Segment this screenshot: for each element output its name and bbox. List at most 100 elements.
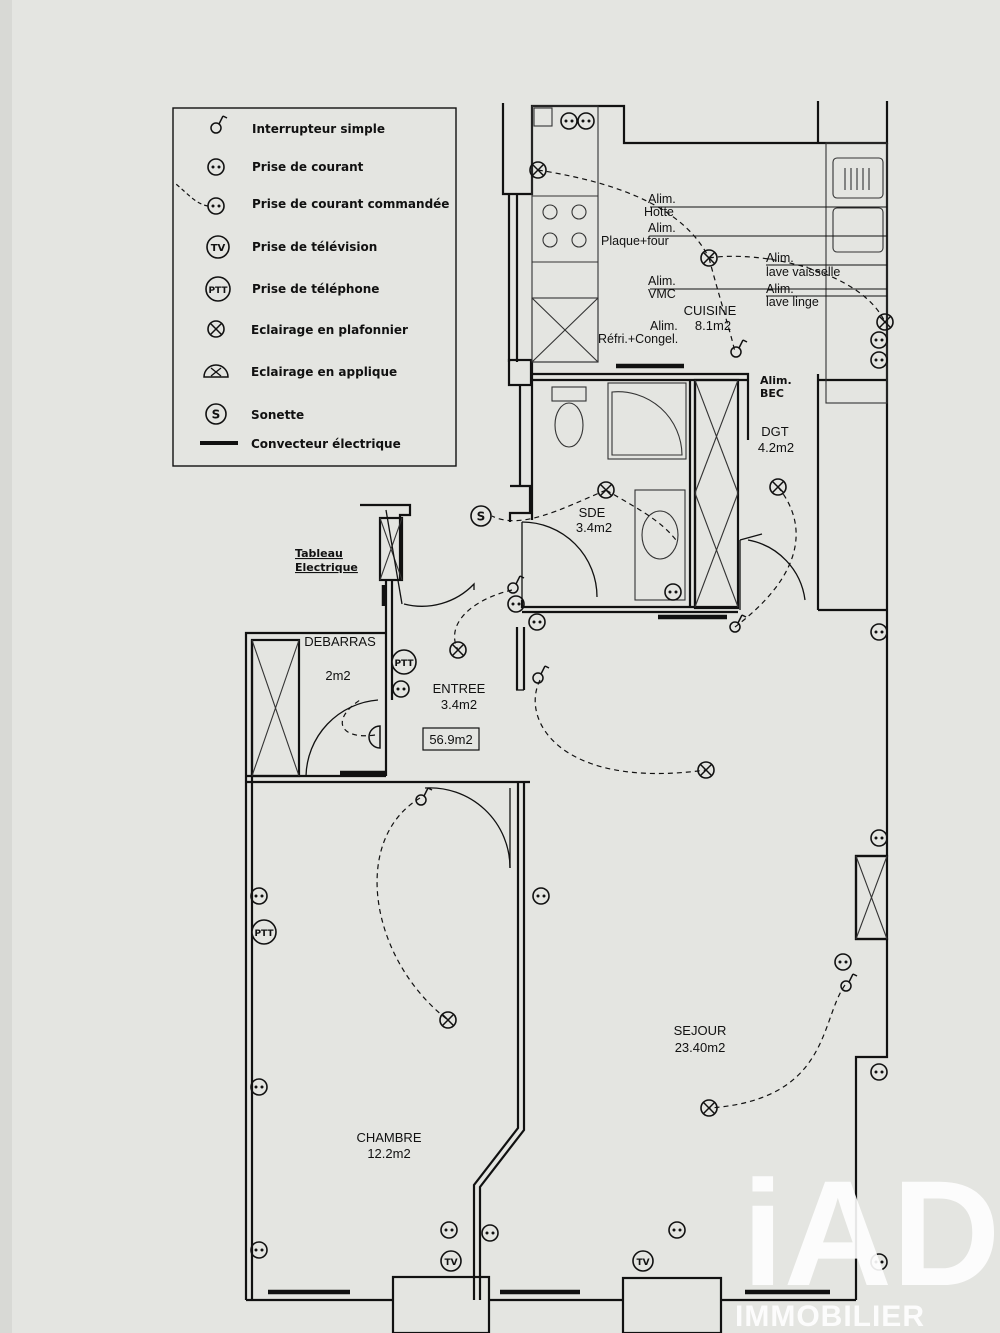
fixtures <box>251 105 888 940</box>
refri-line-1: Alim. <box>650 319 678 333</box>
phone-outlet-icon: PTT <box>391 649 417 675</box>
outlet-icon <box>532 887 550 905</box>
outlet-icon <box>834 953 852 971</box>
watermark-logo: iAD <box>742 1149 1000 1317</box>
paper-edge <box>0 0 12 1333</box>
ceiling-light-icon <box>449 641 467 659</box>
legend-frame <box>172 107 457 467</box>
outlet-icon <box>664 583 682 601</box>
tv-outlet-icon: TV <box>632 1250 654 1272</box>
outlet-icon <box>668 1221 686 1239</box>
outlet-icon <box>392 680 410 698</box>
tableau-line-2: Electrique <box>295 561 358 574</box>
tv-outlet-icon: TV <box>206 235 230 259</box>
plan-symbols: S PTT PTT TV TV <box>250 112 894 1272</box>
outlet-icon <box>528 613 546 631</box>
plaque-line-1: Alim. <box>648 221 676 235</box>
room-area-dgt: 4.2m2 <box>758 440 794 455</box>
ptt-symbol-text: PTT <box>394 659 414 669</box>
plaque-line-2: Plaque+four <box>601 234 669 248</box>
room-area-debarras: 2m2 <box>325 668 350 683</box>
outlet-icon <box>207 158 225 176</box>
room-name-sejour: SEJOUR <box>674 1023 727 1038</box>
ceiling-light-icon <box>700 249 718 267</box>
wall-light-icon <box>203 364 229 378</box>
room-name-cuisine: CUISINE <box>684 303 737 318</box>
ceiling-light-icon <box>876 313 894 331</box>
switch-icon <box>532 665 550 684</box>
room-area-cuisine: 8.1m2 <box>695 318 731 333</box>
legend-label-4: Prise de téléphone <box>252 282 379 296</box>
outlet-icon <box>577 112 595 130</box>
tv-symbol-text: TV <box>636 1258 649 1268</box>
ptt-symbol-text: PTT <box>254 929 274 939</box>
wall-light-icon <box>368 725 381 749</box>
room-name-sde: SDE <box>579 505 606 520</box>
legend-label-3: Prise de télévision <box>252 240 377 254</box>
total-area-box <box>422 727 480 751</box>
room-area-sejour: 23.40m2 <box>675 1040 726 1055</box>
legend-label-8: Convecteur électrique <box>251 437 401 451</box>
vmc-line-1: Alim. <box>648 274 676 288</box>
tv-symbol-text: TV <box>211 243 226 254</box>
convectors <box>268 363 830 1295</box>
outlet-icon <box>250 1241 268 1259</box>
hotte-line-1: Alim. <box>648 192 676 206</box>
outlet-icon <box>560 112 578 130</box>
ptt-symbol-text: PTT <box>208 286 228 296</box>
phone-outlet-icon: PTT <box>251 919 277 945</box>
ceiling-light-icon <box>439 1011 457 1029</box>
ceiling-light-icon <box>700 1099 718 1117</box>
room-area-entree: 3.4m2 <box>441 697 477 712</box>
hotte-line-2: Hotte <box>644 205 674 219</box>
lave-linge-line-2: lave linge <box>766 295 819 309</box>
legend: TV PTT S Interrupteur simple Prise de co… <box>172 107 457 467</box>
total-area: 56.9m2 <box>429 732 472 747</box>
legend-label-1: Prise de courant <box>252 160 364 174</box>
doorbell-icon: S <box>470 505 492 527</box>
tv-outlet-icon: TV <box>440 1250 462 1272</box>
outlet-icon <box>870 1063 888 1081</box>
bec-line-1: Alim. <box>760 374 792 387</box>
outlet-icon <box>250 1078 268 1096</box>
ceiling-light-icon <box>207 320 225 338</box>
refri-line-2: Réfri.+Congel. <box>598 332 678 346</box>
outlet-icon <box>250 887 268 905</box>
iad-watermark: iAD IMMOBILIER <box>735 1149 1000 1333</box>
switch-icon <box>730 339 748 358</box>
room-name-chambre: CHAMBRE <box>356 1130 421 1145</box>
doors <box>305 509 806 869</box>
legend-label-0: Interrupteur simple <box>252 122 385 136</box>
switch-icon <box>415 787 433 806</box>
bec-line-2: BEC <box>760 387 784 400</box>
room-name-entree: ENTREE <box>433 681 486 696</box>
legend-label-2: Prise de courant commandée <box>252 197 449 211</box>
bell-symbol-text: S <box>477 510 486 524</box>
ceiling-light-icon <box>769 478 787 496</box>
outlet-icon <box>440 1221 458 1239</box>
bell-symbol-text: S <box>212 408 221 422</box>
lave-vaisselle-line-2: lave vaisselle <box>766 265 840 279</box>
outlet-icon <box>870 351 888 369</box>
legend-label-7: Sonette <box>251 408 304 422</box>
tableau-line-1: Tableau <box>295 547 343 560</box>
room-labels: CUISINE 8.1m2 DGT 4.2m2 SDE 3.4m2 DEBARR… <box>304 303 794 1161</box>
room-name-dgt: DGT <box>761 424 789 439</box>
tv-symbol-text: TV <box>444 1258 457 1268</box>
annotations: Alim. Hotte Alim. Plaque+four Alim. VMC … <box>295 192 887 574</box>
room-area-sde: 3.4m2 <box>576 520 612 535</box>
room-name-debarras: DEBARRAS <box>304 634 376 649</box>
outlet-icon <box>481 1224 499 1242</box>
switch-icon <box>210 115 228 134</box>
switched-outlet-icon <box>175 183 225 215</box>
ceiling-light-icon <box>697 761 715 779</box>
phone-outlet-icon: PTT <box>205 276 231 302</box>
outlet-icon <box>870 331 888 349</box>
ceiling-light-icon <box>597 481 615 499</box>
outlet-icon <box>870 829 888 847</box>
doorbell-icon: S <box>205 403 227 425</box>
switch-icon <box>729 614 747 633</box>
walls <box>244 101 889 1333</box>
outlet-icon <box>870 623 888 641</box>
